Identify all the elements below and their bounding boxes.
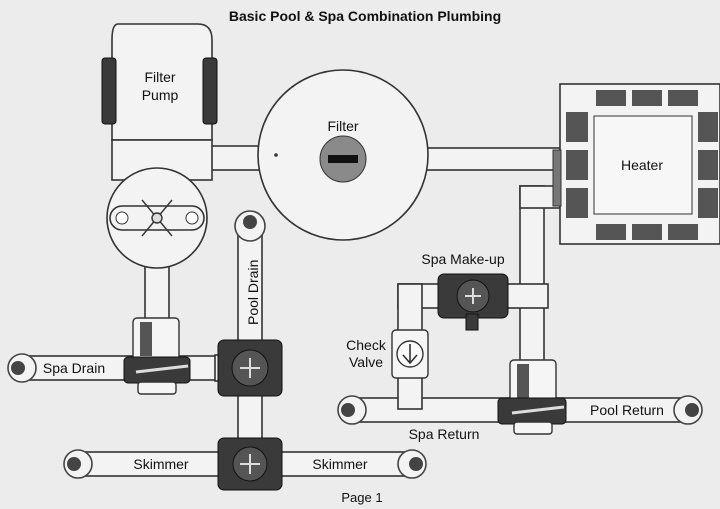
- filter-pump-label-2: Pump: [142, 87, 179, 103]
- return-valve-stripe: [517, 364, 529, 398]
- makeup-valve-stem: [465, 313, 479, 331]
- spa-makeup-label: Spa Make-up: [421, 251, 504, 267]
- spa-drain-valve-bottom: [137, 381, 177, 395]
- spa-drain-valve-stripe: [140, 322, 152, 356]
- filter-gauge-bar: [328, 155, 358, 163]
- page-footer: Page 1: [341, 490, 382, 505]
- pool-drain-label: Pool Drain: [245, 260, 261, 325]
- pump-left-port: [115, 211, 129, 225]
- heater-connector: [552, 149, 562, 207]
- pool-drain-label-group: Pool Drain: [245, 260, 261, 325]
- makeup-valve-handle-icon: [465, 288, 481, 304]
- heater: Heater: [552, 83, 720, 245]
- check-valve-label-1: Check: [346, 337, 387, 353]
- filter-label: Filter: [327, 118, 358, 134]
- check-valve: [391, 329, 429, 379]
- spa-drain-valve-top: [132, 317, 180, 363]
- spa-makeup-valve: [437, 273, 509, 331]
- spa-drain-label: Spa Drain: [43, 360, 105, 376]
- return-valve-handle-icon: [511, 405, 565, 415]
- skimmer-right-label: Skimmer: [312, 456, 368, 472]
- check-valve-label-2: Valve: [349, 354, 383, 370]
- pipe-caps: [7, 210, 703, 479]
- skimmer-left-label: Skimmer: [133, 456, 189, 472]
- skimmer-diverter-valve: [217, 437, 283, 491]
- filter-dot: [274, 153, 278, 157]
- return-valve-bottom: [513, 421, 553, 435]
- heater-panel: [593, 115, 693, 215]
- pump-right-grip: [202, 57, 218, 125]
- filter-pump: Filter Pump: [101, 23, 218, 269]
- drain-diverter-valve: [217, 339, 283, 397]
- heater-label: Heater: [621, 157, 663, 173]
- spa-drain-valve-handle-icon: [135, 364, 189, 374]
- pump-left-grip: [101, 57, 117, 125]
- filter-pump-label-1: Filter: [144, 69, 175, 85]
- drain-diverter-handle-icon: [240, 358, 260, 378]
- pipe-filter-heater: [424, 147, 561, 171]
- pipe-heater-down: [519, 185, 545, 372]
- check-valve-arrow-icon: [402, 344, 418, 365]
- heater-vents-icon: [566, 90, 718, 240]
- spa-drain-valve: [123, 317, 191, 395]
- return-valve-top: [509, 359, 557, 405]
- skimmer-diverter-handle-icon: [240, 454, 260, 474]
- diagram-title: Basic Pool & Spa Combination Plumbing: [229, 8, 501, 24]
- pool-return-label: Pool Return: [590, 402, 664, 418]
- pool-return-valve: [497, 359, 567, 435]
- pump-impeller-icon: [141, 199, 173, 237]
- spa-return-label: Spa Return: [409, 426, 480, 442]
- pump-right-port: [185, 211, 199, 225]
- filter: Filter: [257, 69, 429, 241]
